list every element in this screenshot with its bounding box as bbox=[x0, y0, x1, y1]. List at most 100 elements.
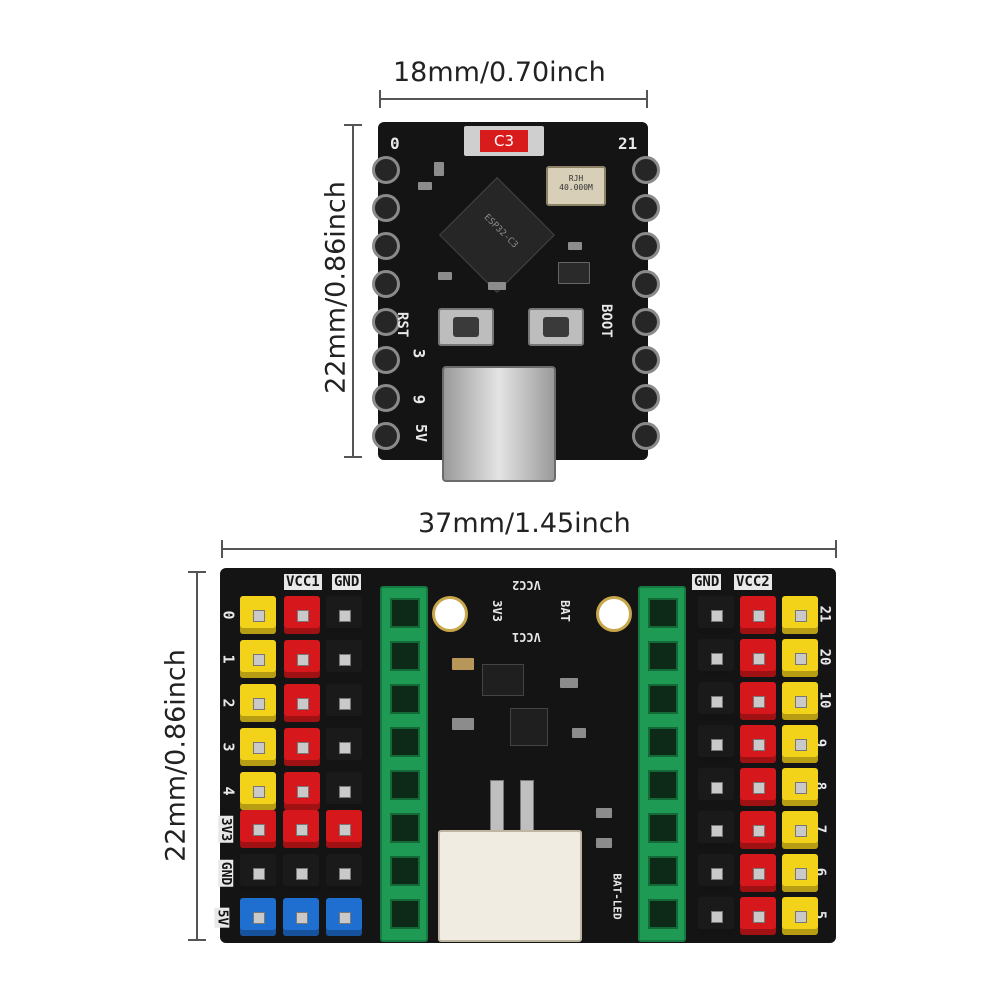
yellow-header-pin bbox=[240, 772, 276, 810]
red-header-pin bbox=[284, 728, 320, 766]
mounting-hole-right bbox=[596, 596, 632, 632]
header-pin bbox=[753, 868, 765, 880]
blue-power-header-pin bbox=[240, 898, 276, 936]
black-header-pin bbox=[326, 728, 362, 766]
bat-center-label: BAT bbox=[557, 600, 572, 622]
right-female-socket[interactable] bbox=[638, 586, 686, 942]
header-pin bbox=[253, 868, 265, 880]
header-pin bbox=[753, 739, 765, 751]
socket-cell bbox=[648, 770, 678, 800]
left-female-socket[interactable] bbox=[380, 586, 428, 942]
mounting-hole-left bbox=[432, 596, 468, 632]
yellow-header-pin bbox=[782, 897, 818, 935]
smd-component bbox=[452, 718, 474, 730]
yellow-header-pin bbox=[782, 682, 818, 720]
red-header-pin bbox=[284, 596, 320, 634]
header-pin bbox=[339, 786, 351, 798]
pin-label-21: 21 bbox=[618, 134, 638, 153]
black-header-pin bbox=[698, 639, 734, 677]
socket-cell bbox=[390, 899, 420, 929]
header-pin bbox=[296, 824, 308, 836]
header-pin bbox=[253, 824, 265, 836]
right-pin-label: 10 bbox=[816, 691, 833, 709]
right-pin-label: 21 bbox=[816, 605, 833, 623]
boot-button[interactable] bbox=[528, 308, 584, 346]
battery-connector-pins bbox=[482, 780, 542, 834]
header-pin bbox=[339, 654, 351, 666]
black-power-header-pin bbox=[326, 854, 362, 892]
header-pin bbox=[339, 912, 351, 924]
header-pin bbox=[753, 610, 765, 622]
socket-cell bbox=[390, 598, 420, 628]
mcu-label: ESP32-C3 bbox=[481, 212, 520, 251]
castellated-pad bbox=[632, 308, 660, 336]
header-pin bbox=[795, 868, 807, 880]
socket-cell bbox=[390, 856, 420, 886]
header-pin bbox=[253, 786, 265, 798]
socket-cell bbox=[390, 770, 420, 800]
yellow-header-pin bbox=[782, 768, 818, 806]
header-pin bbox=[753, 696, 765, 708]
red-header-pin bbox=[740, 682, 776, 720]
header-pin bbox=[795, 782, 807, 794]
red-header-pin bbox=[740, 854, 776, 892]
black-header-pin bbox=[698, 725, 734, 763]
top-width-line bbox=[380, 98, 647, 100]
socket-cell bbox=[390, 684, 420, 714]
yellow-header-pin bbox=[782, 596, 818, 634]
castellated-pad bbox=[632, 232, 660, 260]
socket-cell bbox=[648, 727, 678, 757]
smd-component bbox=[558, 262, 590, 284]
smd-component bbox=[596, 808, 612, 818]
smd-component bbox=[572, 728, 586, 738]
red-power-header-pin bbox=[326, 810, 362, 848]
socket-cell bbox=[648, 684, 678, 714]
header-pin bbox=[253, 654, 265, 666]
castellated-pad bbox=[372, 270, 400, 298]
header-pin bbox=[297, 654, 309, 666]
crystal-label: RJH 40.000M bbox=[559, 174, 593, 192]
vcc1-center-label: VCC1 bbox=[512, 630, 541, 644]
top-height-tick-bottom bbox=[344, 456, 362, 458]
header-pin bbox=[753, 782, 765, 794]
crystal-oscillator: RJH 40.000M bbox=[546, 166, 606, 206]
yellow-header-pin bbox=[240, 640, 276, 678]
top-height-line bbox=[352, 125, 354, 457]
header-pin bbox=[795, 825, 807, 837]
header-pin bbox=[711, 782, 723, 794]
red-header-pin bbox=[740, 639, 776, 677]
bottom-height-label: 22mm/0.86inch bbox=[160, 649, 192, 862]
black-header-pin bbox=[326, 640, 362, 678]
yellow-header-pin bbox=[782, 854, 818, 892]
header-pin bbox=[339, 610, 351, 622]
bottom-width-line bbox=[222, 548, 836, 550]
bat-led-label: BAT-LED bbox=[610, 873, 624, 920]
castellated-pad bbox=[632, 270, 660, 298]
header-pin bbox=[753, 825, 765, 837]
usb-c-port[interactable] bbox=[442, 366, 556, 482]
black-header-pin bbox=[326, 684, 362, 722]
pin-label-0: 0 bbox=[390, 134, 400, 153]
header-pin bbox=[795, 739, 807, 751]
black-header-pin bbox=[698, 854, 734, 892]
bottom-height-line bbox=[196, 572, 198, 940]
rst-button[interactable] bbox=[438, 308, 494, 346]
top-width-tick-left bbox=[379, 90, 381, 108]
vcc1-label: VCC1 bbox=[284, 574, 322, 590]
socket-cell bbox=[390, 641, 420, 671]
socket-cell bbox=[390, 813, 420, 843]
header-pin bbox=[253, 610, 265, 622]
pin-label-9: 9 bbox=[409, 394, 429, 405]
header-pin bbox=[711, 739, 723, 751]
bottom-height-tick-bottom bbox=[188, 939, 206, 941]
vcc2-label: VCC2 bbox=[734, 574, 772, 590]
header-pin bbox=[253, 742, 265, 754]
header-pin bbox=[296, 912, 308, 924]
header-pin bbox=[753, 653, 765, 665]
left-power-label: GND bbox=[218, 859, 234, 888]
rst-label: RST bbox=[394, 312, 410, 338]
black-header-pin bbox=[698, 682, 734, 720]
red-header-pin bbox=[284, 772, 320, 810]
jst-battery-connector[interactable] bbox=[438, 830, 582, 942]
